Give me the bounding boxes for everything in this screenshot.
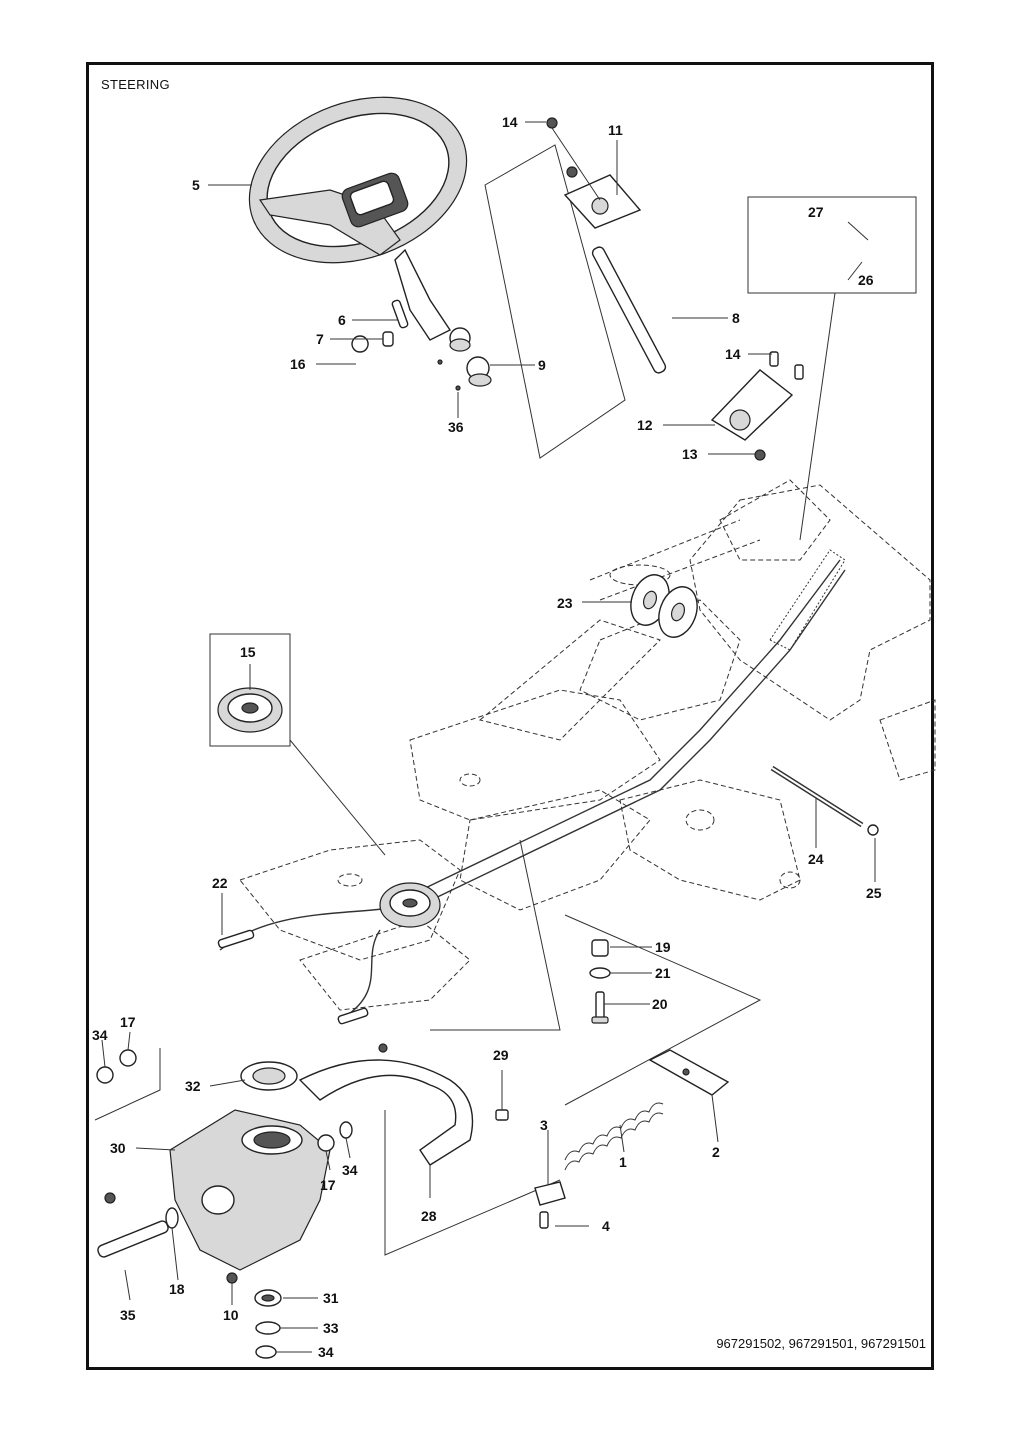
callout-32: 32 bbox=[185, 1078, 201, 1094]
callout-20: 20 bbox=[652, 996, 668, 1012]
callout-21: 21 bbox=[655, 965, 671, 981]
detail-boxes bbox=[94, 144, 917, 1256]
callout-12: 12 bbox=[637, 417, 653, 433]
rod-24 bbox=[770, 765, 879, 836]
steering-wheel bbox=[248, 96, 468, 341]
lower-bracket bbox=[710, 351, 804, 461]
callout-6: 6 bbox=[338, 312, 346, 328]
shaft-parts bbox=[351, 299, 492, 391]
callout-8: 8 bbox=[732, 310, 740, 326]
callout-23: 23 bbox=[557, 595, 573, 611]
upper-bracket bbox=[546, 117, 667, 374]
callout-34-bottom: 34 bbox=[318, 1344, 334, 1360]
callout-22: 22 bbox=[212, 875, 228, 891]
callout-10: 10 bbox=[223, 1307, 239, 1323]
callout-35: 35 bbox=[120, 1307, 136, 1323]
callout-4: 4 bbox=[602, 1218, 610, 1234]
callout-24: 24 bbox=[808, 851, 824, 867]
callout-36: 36 bbox=[448, 419, 464, 435]
cable-end-22 bbox=[217, 929, 369, 1025]
callout-14-lower: 14 bbox=[725, 346, 741, 362]
callout-9: 9 bbox=[538, 357, 546, 373]
callout-34-left: 34 bbox=[92, 1027, 108, 1043]
diagram-frame bbox=[86, 62, 934, 1370]
callout-34-mid: 34 bbox=[342, 1162, 358, 1178]
pulley-15 bbox=[217, 687, 441, 928]
callout-labels: 5 6 7 16 9 36 14 11 8 14 12 13 27 26 23 … bbox=[92, 114, 882, 1360]
callout-27: 27 bbox=[808, 204, 824, 220]
callout-14-top: 14 bbox=[502, 114, 518, 130]
chassis-frame bbox=[239, 479, 936, 1011]
callout-28: 28 bbox=[421, 1208, 437, 1224]
callout-18: 18 bbox=[169, 1281, 185, 1297]
callout-19: 19 bbox=[655, 939, 671, 955]
callout-7: 7 bbox=[316, 331, 324, 347]
leader-lines bbox=[101, 121, 876, 1353]
page-title: STEERING bbox=[101, 77, 170, 92]
spacer-bolt bbox=[589, 939, 611, 1024]
callout-33: 33 bbox=[323, 1320, 339, 1336]
callout-15: 15 bbox=[240, 644, 256, 660]
callout-30: 30 bbox=[110, 1140, 126, 1156]
callout-5: 5 bbox=[192, 177, 200, 193]
callout-29: 29 bbox=[493, 1047, 509, 1063]
steering-gearbox bbox=[96, 1043, 509, 1359]
chain bbox=[769, 549, 846, 651]
callout-17-left: 17 bbox=[120, 1014, 136, 1030]
callout-2: 2 bbox=[712, 1144, 720, 1160]
callout-11: 11 bbox=[608, 122, 623, 138]
callout-1: 1 bbox=[619, 1154, 627, 1170]
callout-3: 3 bbox=[540, 1117, 548, 1133]
pulleys-23 bbox=[630, 574, 698, 638]
callout-31: 31 bbox=[323, 1290, 339, 1306]
callout-13: 13 bbox=[682, 446, 698, 462]
callout-26: 26 bbox=[858, 272, 874, 288]
steering-cables bbox=[219, 559, 846, 1021]
callout-25: 25 bbox=[866, 885, 882, 901]
spring-assembly bbox=[534, 1049, 730, 1229]
callout-17-mid: 17 bbox=[320, 1177, 336, 1193]
callout-16: 16 bbox=[290, 356, 306, 372]
part-numbers: 967291502, 967291501, 967291501 bbox=[716, 1336, 926, 1351]
